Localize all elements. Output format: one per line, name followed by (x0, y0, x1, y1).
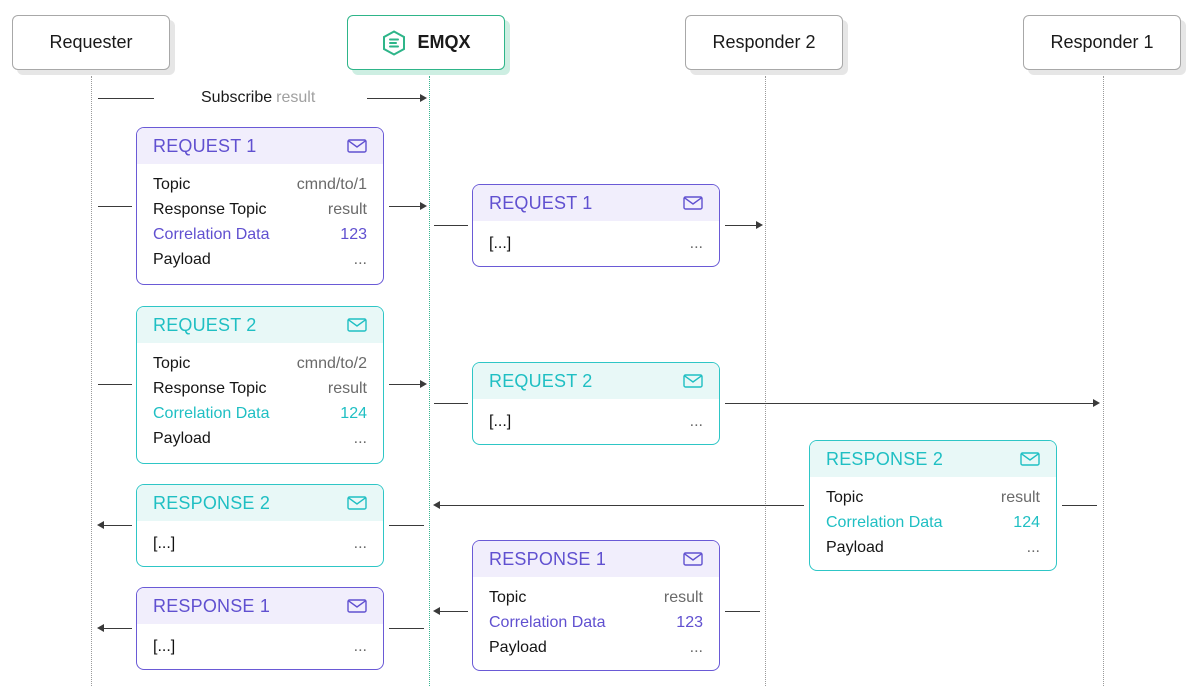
actor-requester-label: Requester (49, 32, 133, 52)
message-header: RESPONSE 2 (137, 485, 383, 521)
request-1-line-out (389, 206, 421, 207)
subscribe-topic: result (276, 89, 316, 106)
request-2-line-out (389, 384, 421, 385)
request-1-line-in (98, 206, 132, 207)
message-header: REQUEST 2 (473, 363, 719, 399)
mail-icon (347, 318, 367, 332)
subscribe-text: Subscribe (201, 89, 273, 106)
subscribe-arrowhead (420, 94, 427, 102)
mail-icon (683, 374, 703, 388)
message-response-2-short: RESPONSE 2 [...]... (136, 484, 384, 567)
message-header: RESPONSE 1 (473, 541, 719, 577)
request-1-forward-arrowhead (756, 221, 763, 229)
message-title: REQUEST 2 (153, 314, 257, 335)
message-title: RESPONSE 2 (153, 492, 271, 513)
payload-placeholder: [...] (153, 535, 176, 552)
subscribe-line-left (98, 98, 154, 99)
request-2-arrowhead (420, 380, 427, 388)
payload-placeholder: [...] (489, 413, 512, 430)
payload-placeholder: [...] (153, 638, 176, 655)
request-1-forward-line-out (725, 225, 757, 226)
request-2-forward-line-in (434, 403, 468, 404)
property-row: Payload... (153, 430, 367, 447)
message-title: REQUEST 2 (489, 370, 593, 391)
property-row: Payload... (826, 539, 1040, 556)
actor-requester: Requester (12, 15, 170, 70)
payload-ellipsis: ... (353, 638, 367, 655)
response-1-line-in (725, 611, 760, 612)
request-2-line-in (98, 384, 132, 385)
property-row: Payload... (489, 639, 703, 656)
message-title: REQUEST 1 (153, 135, 257, 156)
actor-emqx: EMQX (347, 15, 505, 70)
actor-responder-1: Responder 1 (1023, 15, 1181, 70)
message-header: RESPONSE 1 (137, 588, 383, 624)
property-row: Payload... (153, 251, 367, 268)
payload-ellipsis: ... (689, 413, 703, 430)
response-2-line-in (1062, 505, 1097, 506)
message-title: RESPONSE 1 (153, 595, 271, 616)
actor-responder-2-label: Responder 2 (712, 32, 816, 52)
response-1-deliver-arrowhead (97, 624, 104, 632)
actor-emqx-label: EMQX (417, 32, 471, 52)
request-1-forward-line-in (434, 225, 468, 226)
lifeline-requester (91, 76, 92, 686)
mail-icon (683, 552, 703, 566)
mail-icon (683, 196, 703, 210)
mail-icon (1020, 452, 1040, 466)
message-title: RESPONSE 1 (489, 548, 607, 569)
payload-ellipsis: ... (353, 535, 367, 552)
lifeline-responder-2 (765, 76, 766, 686)
message-title: REQUEST 1 (489, 192, 593, 213)
response-1-line-out (440, 611, 468, 612)
response-2-deliver-arrowhead (97, 521, 104, 529)
response-1-deliver-line-in (389, 628, 424, 629)
mail-icon (347, 139, 367, 153)
message-title: RESPONSE 2 (826, 448, 944, 469)
actor-responder-2: Responder 2 (685, 15, 843, 70)
request-2-forward-arrowhead (1093, 399, 1100, 407)
response-2-line-out (440, 505, 804, 506)
mail-icon (347, 599, 367, 613)
mail-icon (347, 496, 367, 510)
response-2-deliver-line-out (104, 525, 132, 526)
response-1-deliver-line-out (104, 628, 132, 629)
lifeline-emqx (429, 76, 430, 686)
message-header: REQUEST 2 (137, 307, 383, 343)
request-1-arrowhead (420, 202, 427, 210)
actor-responder-1-label: Responder 1 (1050, 32, 1154, 52)
response-1-arrowhead (433, 607, 440, 615)
lifeline-responder-1 (1103, 76, 1104, 686)
message-header: REQUEST 1 (137, 128, 383, 164)
payload-placeholder: [...] (489, 235, 512, 252)
message-header: REQUEST 1 (473, 185, 719, 221)
payload-ellipsis: ... (689, 235, 703, 252)
subscribe-line-right (367, 98, 421, 99)
message-request-2-short: REQUEST 2 [...]... (472, 362, 720, 445)
response-2-deliver-line-in (389, 525, 424, 526)
emqx-logo-icon (383, 29, 406, 56)
message-header: RESPONSE 2 (810, 441, 1056, 477)
message-request-1-short: REQUEST 1 [...]... (472, 184, 720, 267)
request-2-forward-line-out (725, 403, 1094, 404)
response-2-arrowhead (433, 501, 440, 509)
message-response-1-short: RESPONSE 1 [...]... (136, 587, 384, 670)
